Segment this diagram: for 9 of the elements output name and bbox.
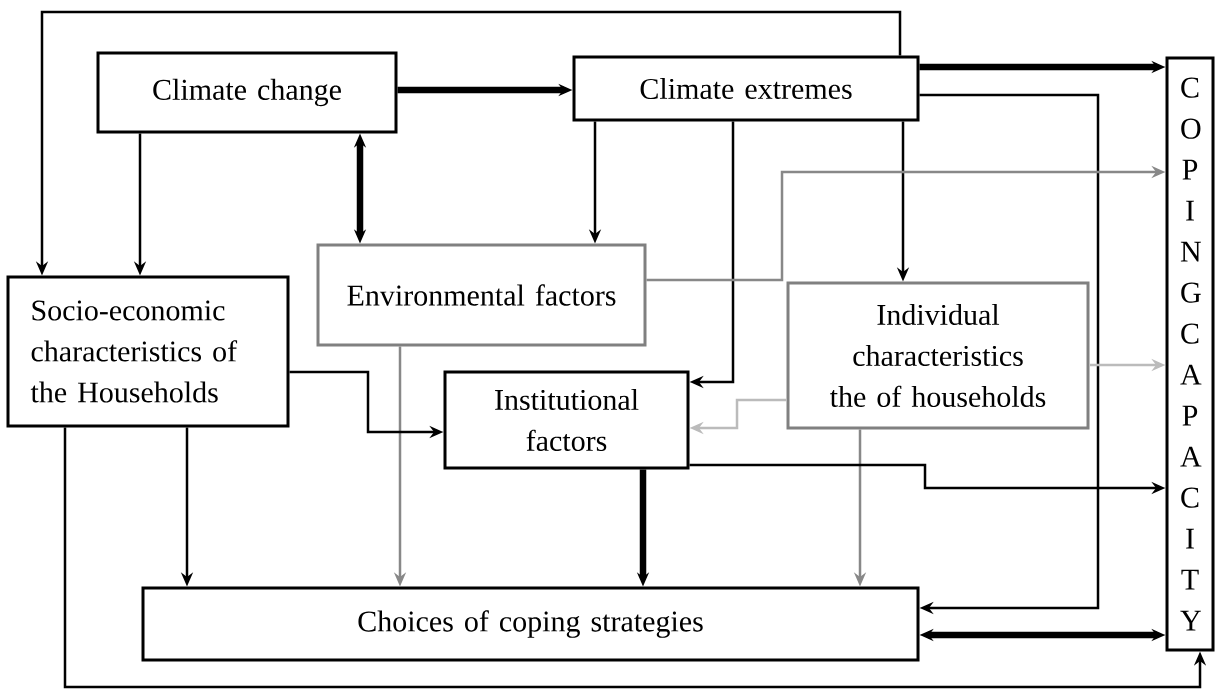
concept-box: Individual characteristics the of households <box>786 281 1090 430</box>
concept-box: Institutional factors <box>443 370 690 470</box>
concept-box: Environmental factors <box>316 243 647 347</box>
concept-box: Choices of coping strategies <box>141 586 920 662</box>
concept-box: Socio-economic characteristics of the Households <box>6 275 290 428</box>
concept-box: COPING CAPACITY <box>1165 56 1215 652</box>
arrow <box>919 93 1100 615</box>
concept-box: Climate change <box>96 51 398 134</box>
concept-box: Climate extremes <box>572 55 920 122</box>
